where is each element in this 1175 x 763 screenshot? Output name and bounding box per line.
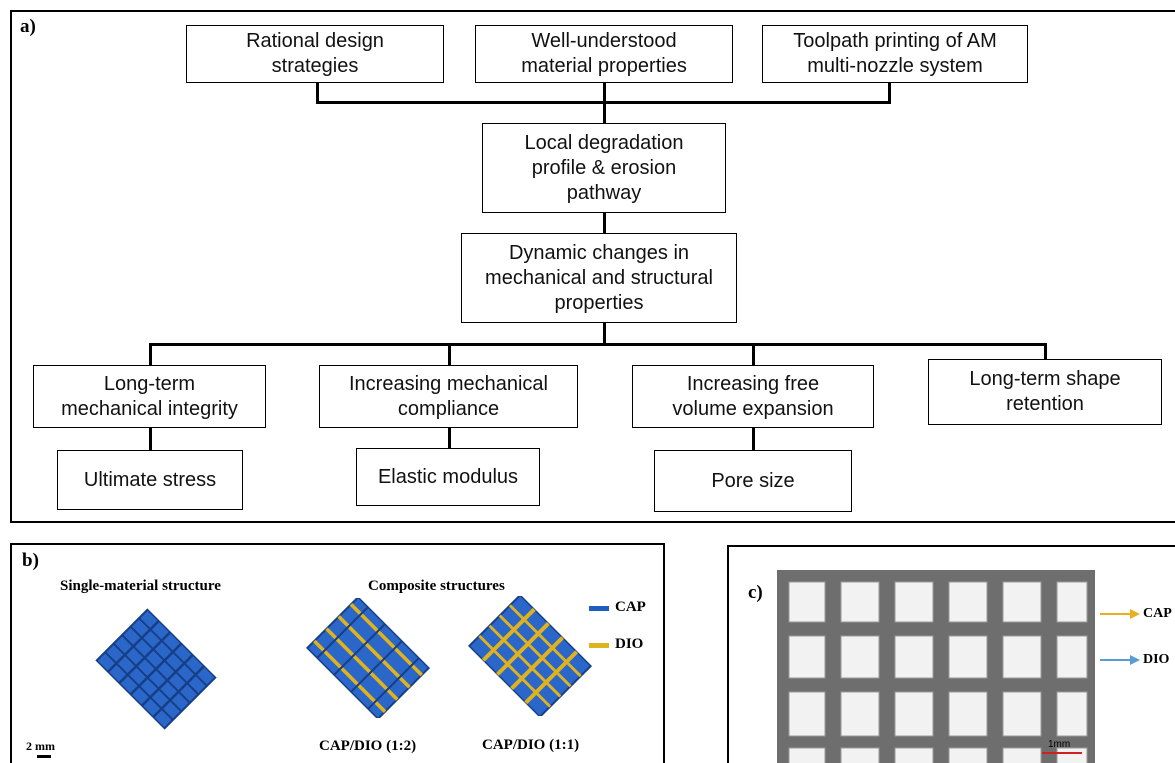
connector bbox=[888, 83, 891, 103]
dio-arrow-icon bbox=[1100, 655, 1140, 665]
single-material-title: Single-material structure bbox=[60, 578, 221, 594]
connector bbox=[752, 428, 755, 450]
box-elastic-modulus: Elastic modulus bbox=[356, 448, 540, 506]
box-long-term-integrity: Long-term mechanical integrity bbox=[33, 365, 266, 428]
scale-bar bbox=[37, 755, 51, 758]
legend-cap-swatch bbox=[589, 606, 609, 611]
connector bbox=[603, 323, 606, 345]
legend-dio-swatch bbox=[589, 643, 609, 648]
connector bbox=[603, 213, 606, 233]
box-free-volume-expansion: Increasing free volume expansion bbox=[632, 365, 874, 428]
connector bbox=[149, 428, 152, 450]
connector bbox=[316, 101, 891, 104]
box-material-properties: Well-understood material properties bbox=[475, 25, 733, 83]
scale-bar-label: 2 mm bbox=[26, 739, 55, 753]
connector bbox=[149, 343, 152, 365]
connector bbox=[149, 343, 1047, 346]
composite-lattice-1-2 bbox=[305, 598, 431, 718]
composite-lattice-1-1 bbox=[467, 596, 593, 716]
cap-arrow-label: CAP bbox=[1143, 606, 1172, 621]
cap-arrow-icon bbox=[1100, 609, 1140, 619]
caption-cap-dio-1-1: CAP/DIO (1:1) bbox=[482, 737, 580, 753]
panel-b-label: b) bbox=[22, 550, 39, 571]
connector bbox=[1044, 343, 1047, 359]
box-pore-size: Pore size bbox=[654, 450, 852, 512]
box-mechanical-compliance: Increasing mechanical compliance bbox=[319, 365, 578, 428]
box-local-degradation: Local degradation profile & erosion path… bbox=[482, 123, 726, 213]
box-dynamic-changes: Dynamic changes in mechanical and struct… bbox=[461, 233, 737, 323]
box-rational-design: Rational design strategies bbox=[186, 25, 444, 83]
legend-cap-label: CAP bbox=[615, 599, 646, 615]
connector bbox=[752, 343, 755, 365]
composite-title: Composite structures bbox=[368, 578, 505, 594]
connector bbox=[448, 343, 451, 365]
panel-c-label: c) bbox=[748, 582, 763, 603]
box-ultimate-stress: Ultimate stress bbox=[57, 450, 243, 510]
legend-dio-label: DIO bbox=[615, 636, 644, 652]
single-material-lattice bbox=[95, 608, 217, 730]
box-toolpath-printing: Toolpath printing of AM multi-nozzle sys… bbox=[762, 25, 1028, 83]
caption-cap-dio-1-2: CAP/DIO (1:2) bbox=[319, 738, 417, 754]
micrograph-image bbox=[777, 570, 1095, 763]
micrograph-scale-bar-label: 1mm bbox=[1048, 739, 1071, 750]
panel-a-label: a) bbox=[20, 16, 36, 37]
dio-arrow-label: DIO bbox=[1143, 652, 1170, 667]
micrograph-scale-bar bbox=[1042, 752, 1082, 754]
connector bbox=[448, 428, 451, 448]
connector bbox=[316, 83, 319, 103]
box-shape-retention: Long-term shape retention bbox=[928, 359, 1162, 425]
